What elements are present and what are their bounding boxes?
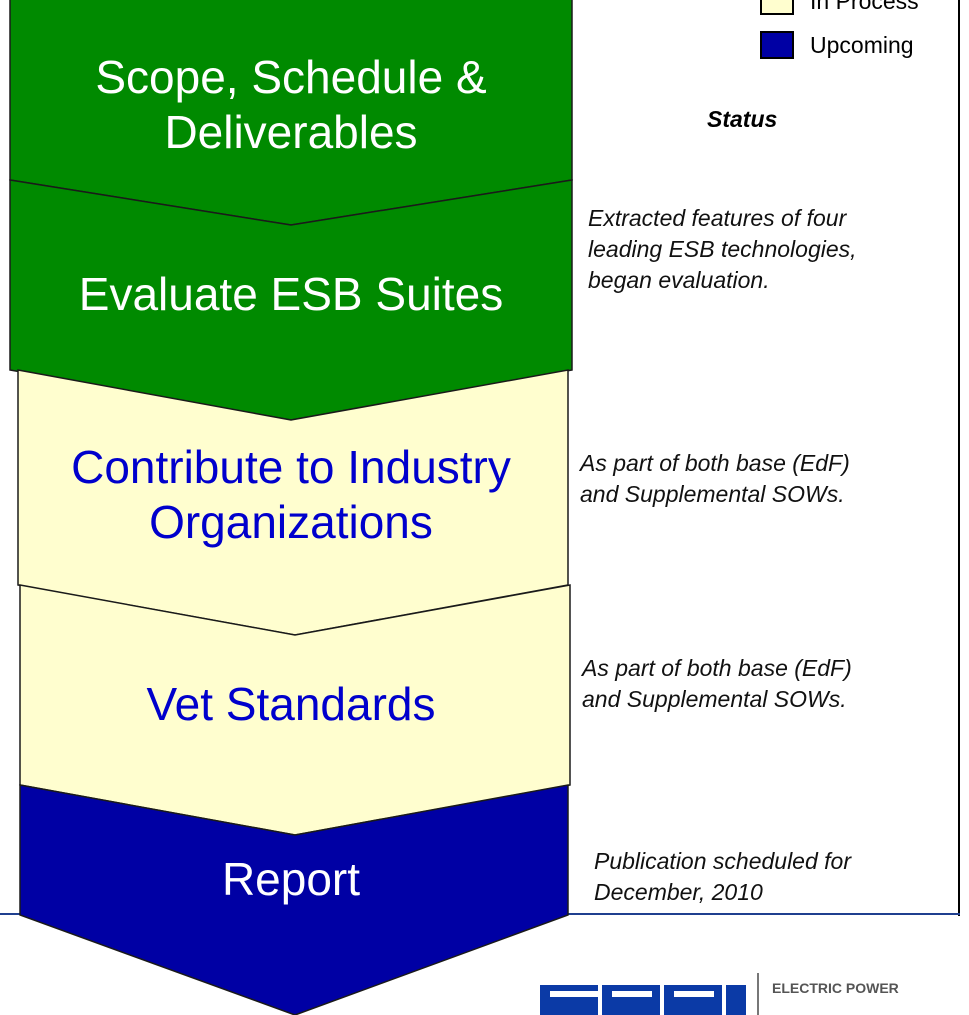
epri-logo-mark xyxy=(540,985,746,1015)
logo-i xyxy=(726,985,746,1015)
epri-logo: ELECTRIC POWER xyxy=(540,973,899,1015)
step-label-scope: Scope, Schedule &Deliverables xyxy=(95,50,487,158)
legend-label: Upcoming xyxy=(810,31,914,58)
status-note-vet: As part of both base (EdF) and Supplemen… xyxy=(582,655,852,713)
panel-border-right xyxy=(958,0,960,916)
legend-swatch-in-process xyxy=(760,0,794,15)
legend-item-upcoming: Upcoming xyxy=(760,28,914,62)
status-note-evaluate: Extracted features of four leading ESB t… xyxy=(588,205,857,294)
legend-item-in-process: In Process xyxy=(760,0,919,18)
status-note-contribute: As part of both base (EdF) and Supplemen… xyxy=(580,450,850,508)
status-heading: Status xyxy=(707,106,778,132)
logo-r xyxy=(664,985,722,1015)
step-label-vet: Vet Standards xyxy=(146,678,436,731)
logo-p xyxy=(602,985,660,1015)
logo-tagline: ELECTRIC POWER xyxy=(772,980,899,996)
logo-e xyxy=(540,985,598,1015)
legend-label: In Process xyxy=(810,0,919,14)
chevron-step-evaluate xyxy=(9,179,573,421)
chevron-step-report xyxy=(19,784,569,1015)
step-label-evaluate: Evaluate ESB Suites xyxy=(78,268,504,321)
legend-swatch-upcoming xyxy=(760,31,794,59)
step-label-report: Report xyxy=(221,853,361,906)
status-note-report: Publication scheduled for December, 2010 xyxy=(594,848,851,906)
